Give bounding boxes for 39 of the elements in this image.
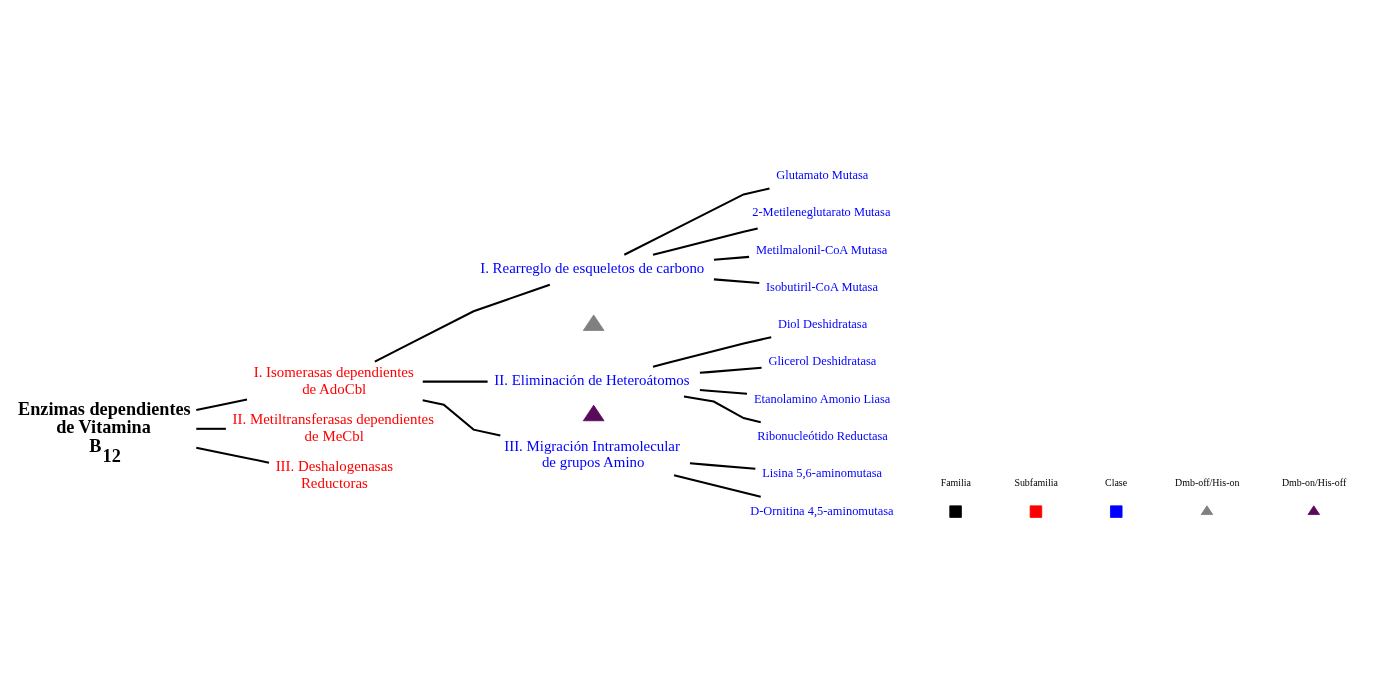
legend-label: Clase [1105, 476, 1128, 488]
legend-label: Familia [940, 476, 972, 488]
legend-label: Dmb-on/His-off [1281, 476, 1347, 488]
node-text: Ribonucleótido Reductasa [757, 428, 888, 443]
node-text: Diol Deshidratasa [777, 316, 868, 331]
connector [689, 461, 756, 470]
connector [652, 226, 758, 256]
connector [713, 277, 760, 284]
connector [699, 388, 748, 395]
connector [422, 380, 488, 383]
node-text: Etanolamino Amonio Liasa [753, 391, 891, 406]
node-text: III. Migración Intramolecular de grupos Amino [504, 437, 680, 470]
connector [623, 186, 770, 256]
connector [196, 398, 248, 411]
connector [196, 446, 270, 464]
node-text: D-Ornitina 4,5-aminomutasa [750, 503, 894, 518]
connector [713, 255, 750, 261]
node-text: Isobutiril-CoA Mutasa [765, 279, 878, 294]
node-triangle [582, 404, 605, 421]
node-text: III. Deshalogenasas Reductoras [275, 457, 394, 491]
node-text: II. Eliminación de Heteroátomos [494, 371, 690, 388]
connector [374, 283, 551, 363]
node-text: Glicerol Deshidratasa [768, 353, 877, 368]
node-text: Metilmalonil-CoA Mutasa [756, 242, 888, 257]
node-text: Lisina 5,6-aminomutasa [762, 465, 883, 480]
connector [196, 427, 226, 430]
connector [673, 473, 761, 498]
connector [683, 395, 761, 423]
node-triangle [582, 314, 605, 331]
connector [699, 366, 762, 374]
node-text: I. Isomerasas dependientes de AdoCbl [253, 363, 414, 397]
node-text: Glutamato Mutasa [776, 167, 869, 182]
node-text: I. Rearreglo de esqueletos de carbono [480, 259, 705, 276]
node-text: II. Metiltransferasas dependientes de MeCbl [232, 410, 434, 444]
connector [652, 335, 772, 368]
node-text: 2-Metileneglutarato Mutasa [752, 204, 891, 219]
legend-label: Subfamilia [1014, 476, 1058, 488]
legend-label: Dmb-off/His-on [1175, 476, 1240, 488]
connector [422, 398, 501, 436]
